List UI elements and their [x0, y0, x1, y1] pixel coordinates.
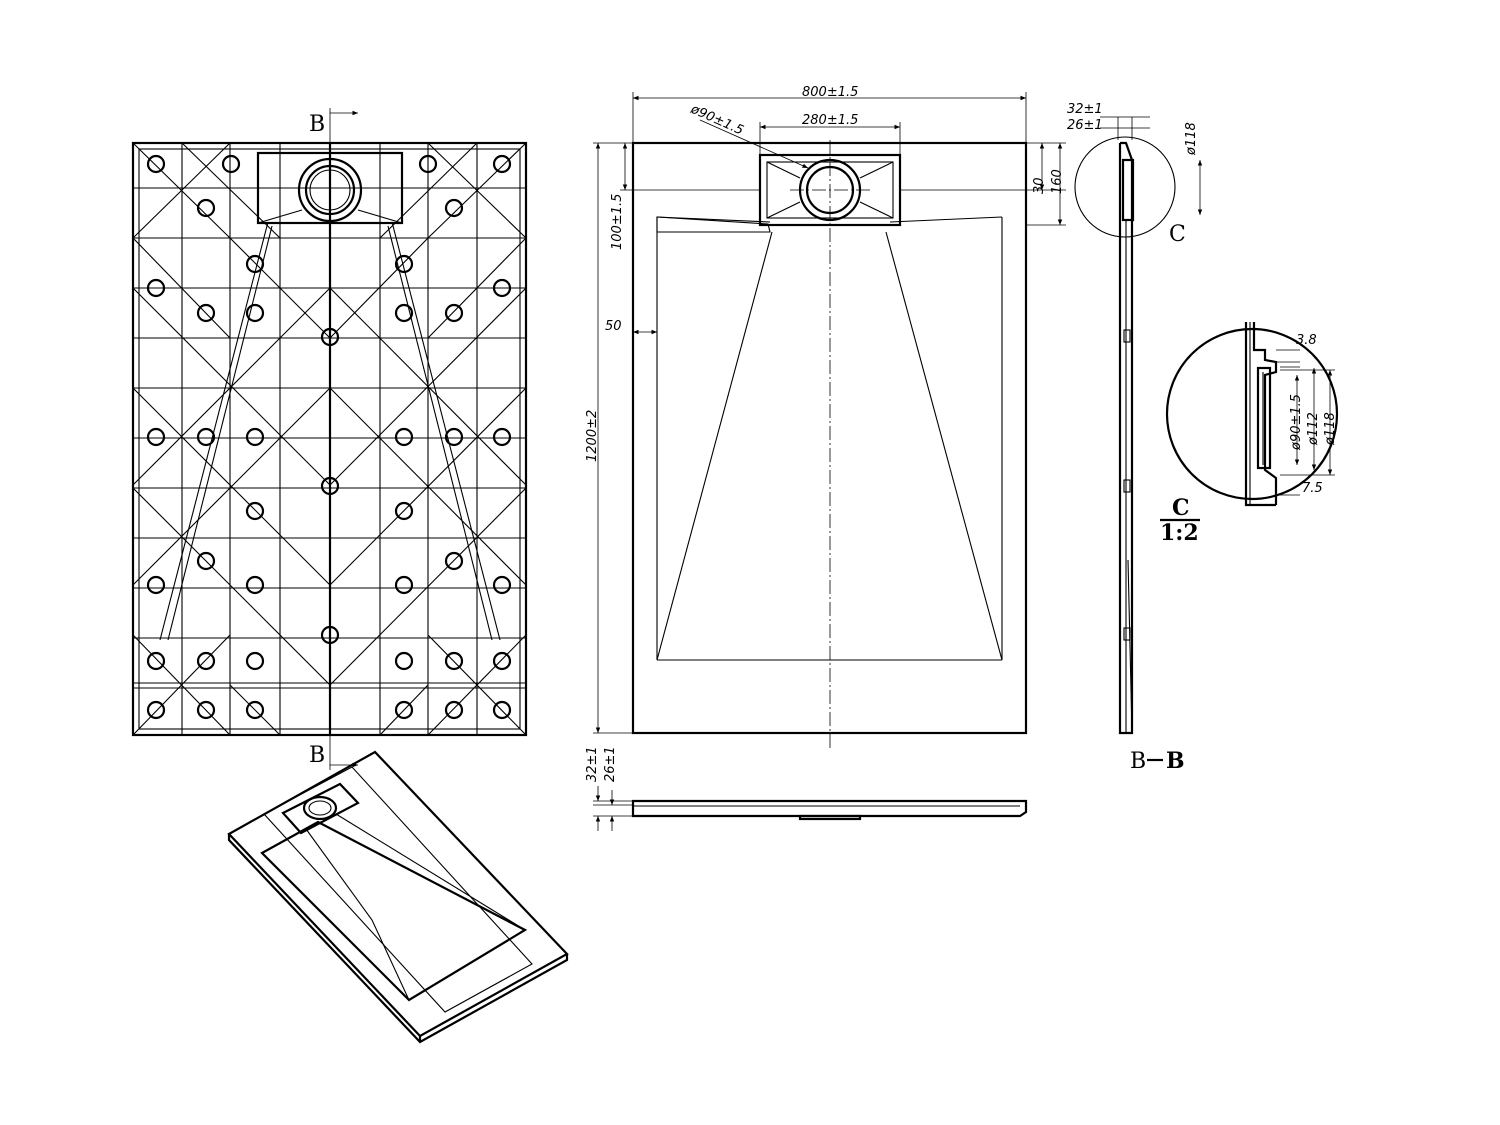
dim-side-160: 160 — [1050, 169, 1065, 194]
section-view: C 32±1 26±1 ø118 B B — [1067, 102, 1203, 774]
detail-scale: 1:2 — [1160, 520, 1199, 546]
front-view: 32±1 26±1 — [585, 746, 1028, 831]
dim-width: 800±1.5 — [802, 85, 858, 100]
dim-side-height-total: 32±1 — [1067, 102, 1103, 117]
dim-side-30: 30 — [1032, 177, 1047, 194]
dim-drain-box: 280±1.5 — [802, 113, 858, 128]
drain-bottom — [256, 151, 404, 225]
dim-detail-3-8: 3.8 — [1296, 333, 1317, 348]
support-feet — [146, 154, 512, 720]
dim-detail-d90: ø90±1.5 — [1289, 394, 1304, 451]
detail-title: C — [1172, 495, 1190, 521]
isometric-view — [227, 750, 569, 1044]
dim-side-height-base: 26±1 — [1067, 118, 1103, 133]
section-view-label: B — [1130, 749, 1146, 774]
bottom-view: B B — [131, 108, 528, 770]
tray-outline — [631, 141, 1028, 735]
detail-c: 3.8 ø90±1.5 ø112 ø118 7.5 C 1:2 — [1160, 322, 1339, 546]
section-view-label-bold: B — [1166, 748, 1185, 774]
section-label-top: B — [309, 112, 325, 137]
dim-front-height-total: 32±1 — [585, 746, 600, 782]
dim-detail-d112: ø112 — [1306, 412, 1321, 446]
detail-ref-label: C — [1169, 222, 1186, 247]
dim-drain-diameter: ø90±1.5 — [687, 102, 745, 139]
dim-front-height-base: 26±1 — [603, 746, 618, 782]
dim-detail-7-5: 7.5 — [1302, 481, 1323, 496]
dim-border: 50 — [605, 319, 622, 334]
detail-c-marker — [1074, 136, 1176, 238]
dim-detail-d118: ø118 — [1323, 412, 1338, 446]
top-view — [631, 140, 1028, 750]
dim-drain-offset: 100±1.5 — [610, 194, 625, 250]
dim-length: 1200±2 — [585, 410, 600, 462]
dim-side-ring: ø118 — [1184, 122, 1199, 156]
section-label-bottom: B — [309, 743, 325, 768]
